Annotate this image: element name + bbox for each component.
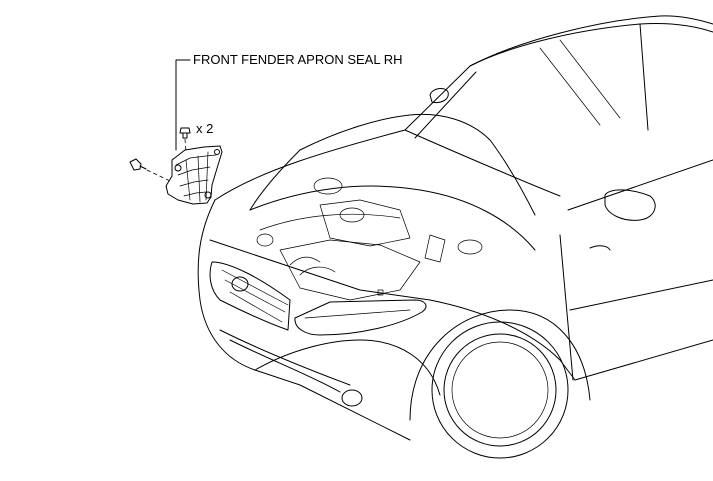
part-name-label: FRONT FENDER APRON SEAL RH [193, 52, 403, 67]
bolt-icon [179, 127, 191, 153]
apron-seal-icon [165, 145, 223, 205]
fastener-qty-label: x 2 [196, 121, 214, 136]
clip-icon [129, 158, 171, 182]
callout-leader [175, 59, 191, 151]
car-body [197, 15, 713, 459]
